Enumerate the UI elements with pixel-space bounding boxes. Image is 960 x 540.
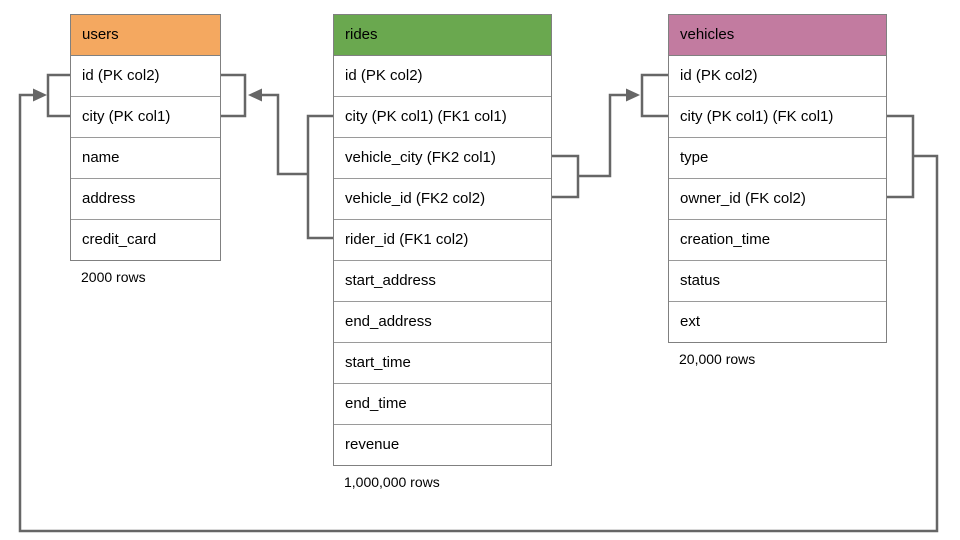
table-column-row: vehicle_id (FK2 col2) <box>334 179 551 220</box>
users-left-bracket <box>46 73 70 118</box>
table-column-row: ext <box>669 302 886 342</box>
table-column-row: rider_id (FK1 col2) <box>334 220 551 261</box>
table-column-row: start_time <box>334 343 551 384</box>
fk2-connector-line <box>578 93 627 178</box>
fk3-arrowhead-icon <box>33 88 47 102</box>
table-column-row: city (PK col1) (FK col1) <box>669 97 886 138</box>
table-column-row: id (PK col2) <box>669 56 886 97</box>
table-column-row: start_address <box>334 261 551 302</box>
table-column-row: name <box>71 138 220 179</box>
table-column-row: vehicle_city (FK2 col1) <box>334 138 551 179</box>
vehicles-right-bracket <box>887 114 915 199</box>
table-column-row: city (PK col1) (FK1 col1) <box>334 97 551 138</box>
table-column-row: end_time <box>334 384 551 425</box>
fk1-connector-line <box>261 93 308 176</box>
table-header-vehicles: vehicles <box>669 15 886 56</box>
table-column-row: end_address <box>334 302 551 343</box>
table-header-rides: rides <box>334 15 551 56</box>
fk2-arrowhead-icon <box>626 88 640 102</box>
rides-left-bracket <box>306 114 333 240</box>
table-column-row: credit_card <box>71 220 220 260</box>
fk1-arrowhead-icon <box>248 88 262 102</box>
users-right-bracket <box>221 73 247 118</box>
table-column-row: id (PK col2) <box>334 56 551 97</box>
table-column-row: owner_id (FK col2) <box>669 179 886 220</box>
table-column-row: creation_time <box>669 220 886 261</box>
table-column-row: address <box>71 179 220 220</box>
vehicles-left-bracket <box>640 73 668 118</box>
table-column-row: revenue <box>334 425 551 465</box>
table-column-row: type <box>669 138 886 179</box>
table-header-users: users <box>71 15 220 56</box>
table-column-row: id (PK col2) <box>71 56 220 97</box>
table-column-row: city (PK col1) <box>71 97 220 138</box>
row-count-label: 20,000 rows <box>679 351 756 367</box>
table-column-row: status <box>669 261 886 302</box>
row-count-label: 1,000,000 rows <box>344 474 440 490</box>
row-count-label: 2000 rows <box>81 269 146 285</box>
rides-right-bracket <box>552 154 580 199</box>
